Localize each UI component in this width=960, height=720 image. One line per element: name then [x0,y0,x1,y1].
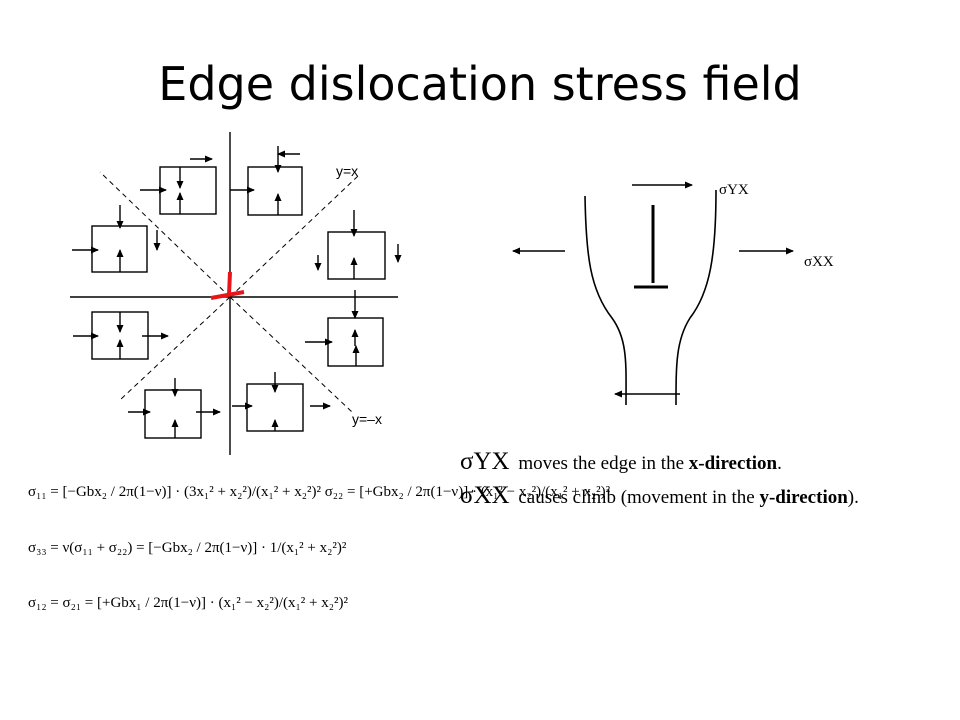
equation-sigma12: σ₁₂ = σ₂₁ = [+Gbx₁ / 2π(1−ν)] · (x₁² − x… [28,595,348,611]
climb-figure [512,181,794,406]
slide-title: Edge dislocation stress field [158,57,802,111]
note-sigma-yx: σYX moves the edge in the x-direction. [460,448,782,476]
note-symbol: σYX [460,448,510,475]
stress-element [327,231,386,280]
stress-element [247,166,303,216]
stress-element [144,389,202,439]
sigma-xx-label: σXX [804,254,834,270]
diagonal-y-equals-x [229,175,359,298]
diagonal-y-equals-minus-x-left [99,171,231,298]
label-y-equals-minus-x: y=–x [352,411,382,427]
dislocation-symbol [210,271,245,300]
equation-sigma11-sigma22: σ₁₁ = [−Gbx₂ / 2π(1−ν)] · (3x₁² + x₂²)/(… [28,484,611,500]
note-symbol: σXX [460,482,510,509]
stress-element [159,166,217,215]
stress-arrows [72,146,402,438]
note-text-end: . [777,453,782,474]
diagonal-y-equals-minus-x [229,296,353,413]
label-y-equals-x: y=x [336,163,358,179]
note-bold: y-direction [759,487,848,508]
note-sigma-xx: σXX causes climb (movement in the y-dire… [460,482,859,510]
note-text: moves the edge in the [518,453,689,474]
sigma-yx-label: σYX [719,182,749,198]
note-bold: x-direction [688,453,778,474]
equation-sigma33: σ₃₃ = ν(σ₁₁ + σ₂₂) = [−Gbx₂ / 2π(1−ν)] ·… [28,540,347,556]
note-text: causes climb (movement in the [518,487,760,508]
note-text-end: ). [847,487,859,508]
diagonal-y-equals-x-lower [119,296,231,401]
